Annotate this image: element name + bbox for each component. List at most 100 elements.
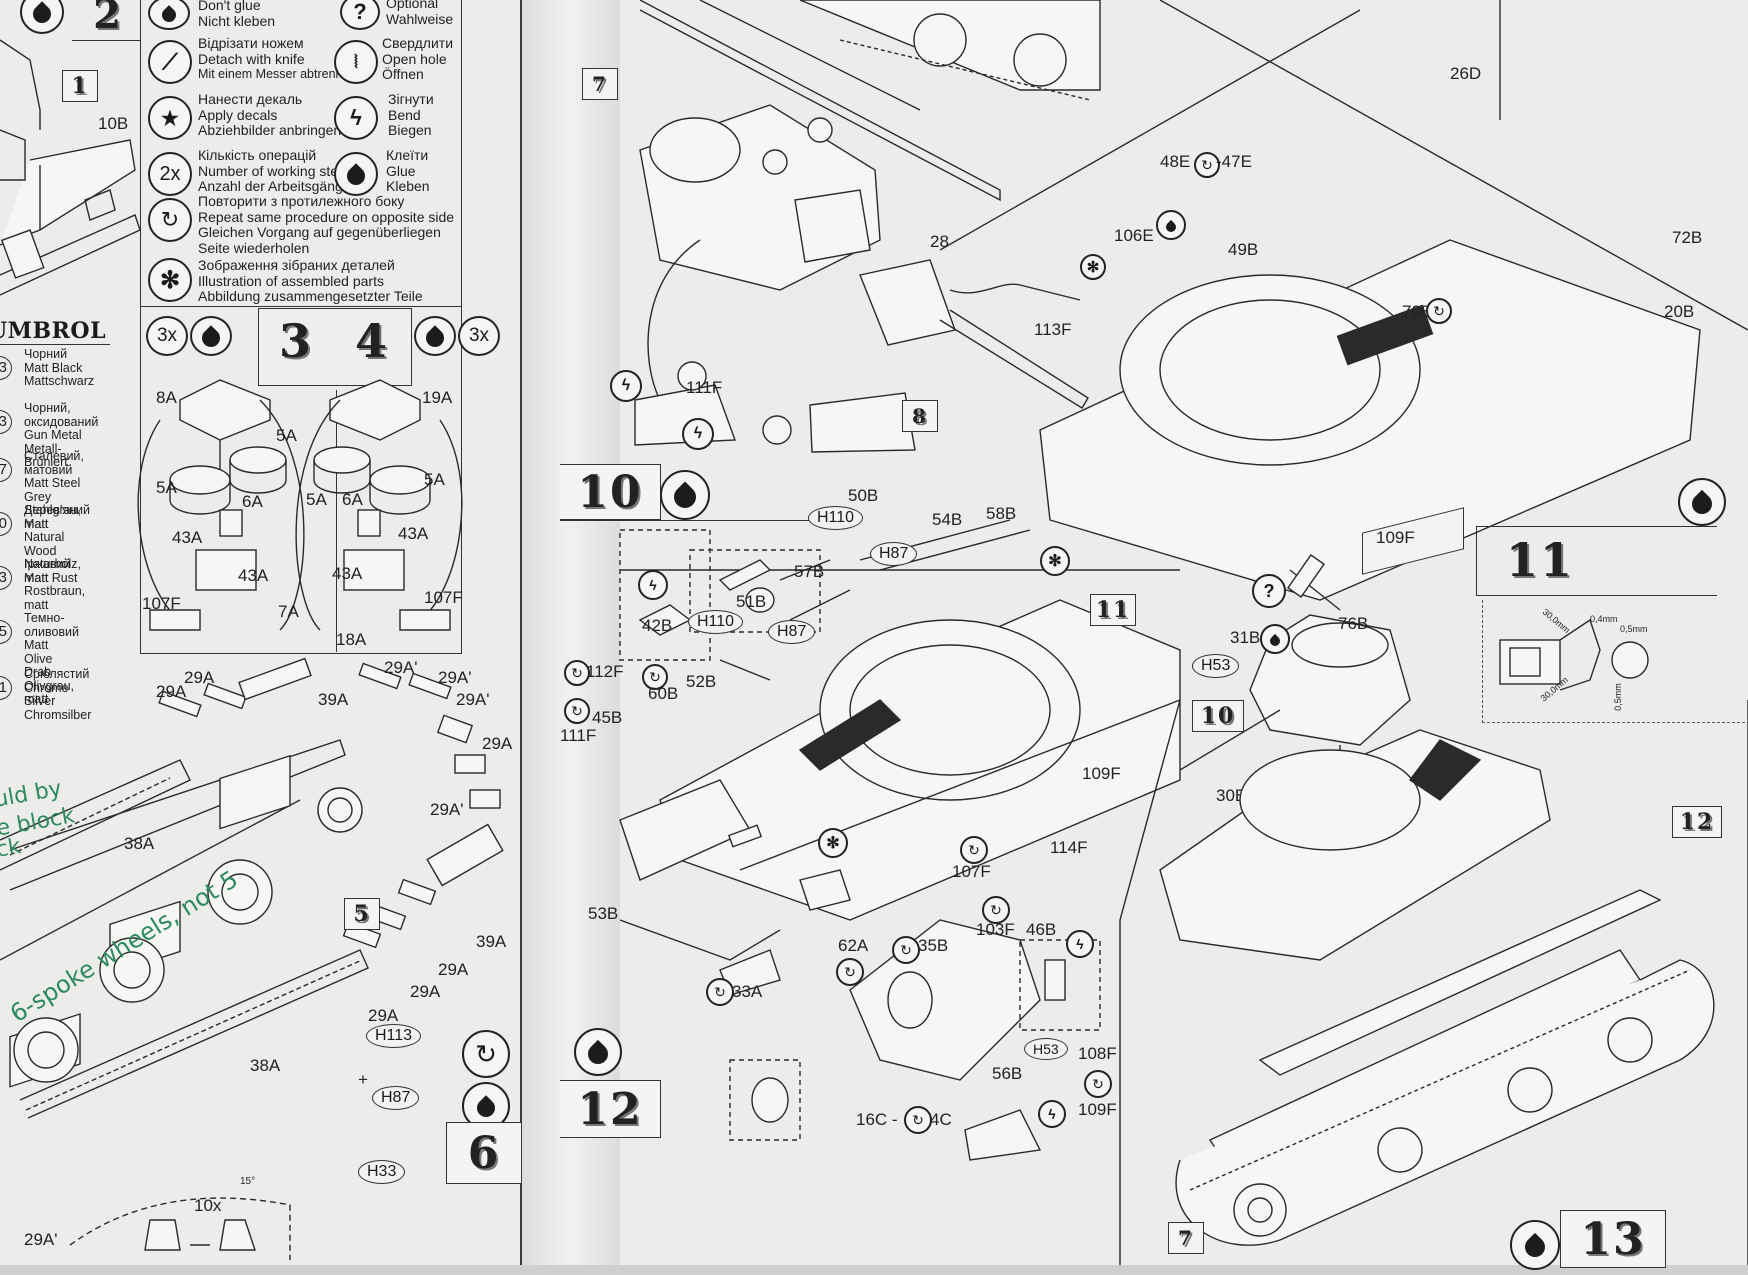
divider [72, 40, 140, 41]
paint-code-h33: H33 [358, 1160, 406, 1184]
part-label-39a: 39A [318, 690, 349, 709]
step-number-3: 3 [278, 314, 313, 368]
part-label-111f: 111F [560, 726, 597, 745]
part-label-38a: 38A [124, 834, 155, 853]
drill-icon: ⦚ [334, 40, 378, 84]
part-label-19a: 19A [422, 388, 453, 407]
part-label-112f: 112F [586, 662, 624, 681]
part-label-29a: 29A [438, 960, 469, 979]
glue-drop-icon [574, 1028, 622, 1076]
step-number-12: 12 [560, 1080, 661, 1138]
part-label-29a-prime: 29A' [24, 1230, 58, 1249]
part-label-8a: 8A [156, 388, 177, 407]
step-11-header [1476, 526, 1717, 596]
hull-top-detail-drawing [619, 519, 1181, 1161]
angle-label: 15° [240, 1176, 256, 1187]
paint-code-h110: H110 [808, 506, 864, 530]
part-label-107f: 107F [142, 594, 181, 613]
question-icon: ? [1252, 574, 1286, 608]
part-label-46b: 46B [1026, 920, 1057, 939]
part-label-57b: 57B [794, 562, 825, 581]
part-label-50b: 50B [848, 486, 879, 505]
glue-drop-icon [660, 470, 710, 520]
turret-assembly-drawing [1179, 554, 1411, 800]
repeat-opposite-icon: ↻ [148, 198, 192, 242]
part-label-28: 28 [930, 232, 949, 251]
part-label-33a: 33A [732, 982, 763, 1001]
step-number-11: 11 [1090, 594, 1136, 626]
part-label-107f: 107F [952, 862, 991, 881]
bend-zigzag-icon: ϟ [1066, 930, 1094, 958]
step-number-13: 13 [1560, 1210, 1666, 1268]
handwritten-note: ck [0, 834, 23, 863]
step-number-2: 2 [93, 0, 123, 38]
part-label-76b: 76B [1338, 614, 1369, 633]
assembled-asterisk-icon: ✻ [148, 258, 192, 302]
repeat-opposite-icon: ↻ [836, 958, 864, 986]
bend-zigzag-icon: ϟ [682, 418, 714, 450]
step-1-hull-drawing [0, 39, 141, 296]
bend-zigzag-icon: ϟ [610, 370, 642, 402]
dimension-detail-box [1482, 600, 1748, 723]
part-label-51b: 51B [736, 592, 767, 611]
part-label-29a-prime: 29A' [438, 668, 472, 687]
part-label-6a: 6A [242, 492, 263, 511]
repeat-opposite-icon: ↻ [642, 664, 668, 690]
repeat-opposite-icon: ↻ [904, 1106, 932, 1134]
steps-3-4-panel [140, 306, 462, 654]
part-label-31b: 31B [1230, 628, 1261, 647]
divider [560, 520, 860, 521]
part-label-56b: 56B [992, 1064, 1023, 1083]
part-label-5a: 5A [306, 490, 327, 509]
part-label-62a: 62A [838, 936, 869, 955]
part-label-49b: 49B [1228, 240, 1259, 259]
repeat-opposite-icon: ↻ [706, 978, 734, 1006]
glue-drop-icon [190, 316, 232, 356]
repeat-opposite-icon: ↻ [462, 1030, 510, 1078]
part-label-29a-prime: 29A' [456, 690, 490, 709]
dimension-detail-drawing [1499, 618, 1649, 691]
repeat-opposite-icon: ↻ [1084, 1070, 1112, 1098]
part-label-42b: 42B [642, 616, 673, 635]
repeat-opposite-icon: ↻ [1194, 152, 1220, 178]
part-label-107f: 107F [424, 588, 463, 607]
part-label-54b: 54B [932, 510, 963, 529]
repeat-opposite-icon: ↻ [564, 698, 590, 724]
no-glue-icon [148, 0, 190, 30]
step-number-4: 4 [354, 314, 389, 368]
repeat-opposite-icon: ↻ [982, 896, 1010, 924]
part-label-58b: 58B [986, 504, 1017, 523]
part-label-109f: 109F [1078, 1100, 1117, 1119]
step-number-11: 11 [1505, 533, 1574, 587]
no-glue-icon [1156, 210, 1186, 240]
part-label-30b: 30B [1216, 786, 1247, 805]
repeat-opposite-icon: ↻ [564, 660, 590, 686]
paint-code-h53: H53 [1024, 1038, 1068, 1060]
bend-zigzag-icon: ϟ [1038, 1100, 1066, 1128]
paint-code-h87: H87 [870, 542, 918, 566]
part-label-43a: 43A [238, 566, 269, 585]
count-3x-icon: 3x [458, 316, 500, 356]
part-label-7a: 7A [278, 602, 299, 621]
glue-drop-icon [414, 316, 456, 356]
glue-drop-icon [1510, 1220, 1560, 1270]
part-label-108f: 108F [1078, 1044, 1117, 1063]
part-label-70b: 70B [1402, 302, 1433, 321]
step-number-8: 8 [902, 400, 938, 432]
part-label-29a: 29A [482, 734, 513, 753]
right-page: 7 28 111F ϟ ϟ 8 10 26D 72B 20B 48E ↻ -47… [560, 0, 1748, 1270]
part-label-20b: 20B [1664, 302, 1695, 321]
step-number-box [258, 308, 412, 386]
part-label-18a: 18A [336, 630, 367, 649]
hull-assembly-drawing [634, 0, 1748, 601]
scan-edge [0, 1265, 1748, 1275]
bend-zigzag-icon: ϟ [638, 570, 668, 600]
part-label-5a: 5A [276, 426, 297, 445]
